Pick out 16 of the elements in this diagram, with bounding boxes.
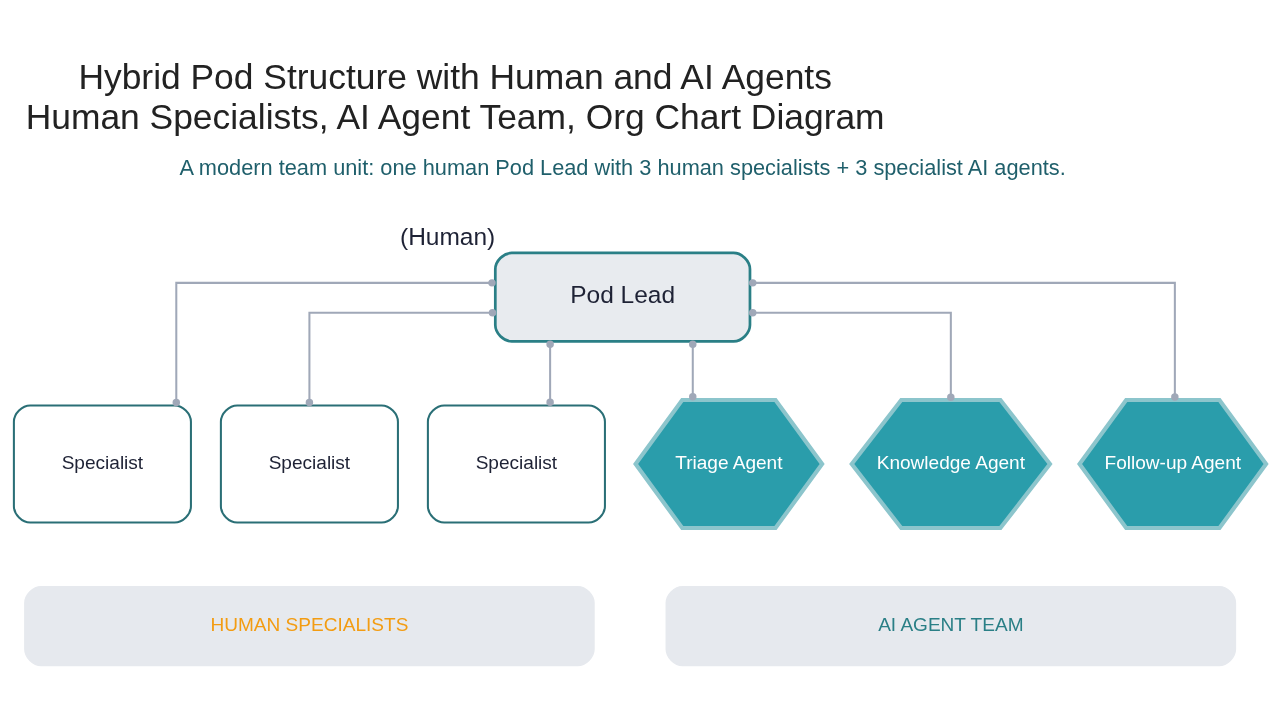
- node-box: Specialist: [426, 403, 606, 524]
- caption: Human Specialists, AI Agent Team, Org Chart Diagram: [25, 96, 885, 137]
- node-box: Pod Lead: [493, 251, 752, 343]
- connector: [749, 308, 955, 401]
- connector: [305, 308, 497, 406]
- diagram-title: Hybrid Pod Structure with Human and AI Agents: [78, 56, 832, 97]
- node-box: Specialist: [12, 403, 192, 524]
- node-box: HUMAN SPECIALISTS: [24, 585, 595, 666]
- label: A modern team unit: one human Pod Lead with 3 human specialists + 3 specialist AI agents.: [179, 154, 1066, 180]
- node-box: Specialist: [219, 403, 399, 524]
- connector: [172, 278, 496, 406]
- connector: [749, 278, 1179, 401]
- node-label: (Human): [399, 222, 496, 250]
- node-box: AI AGENT TEAM: [665, 585, 1237, 666]
- connector: [689, 339, 697, 400]
- connector: [546, 339, 554, 406]
